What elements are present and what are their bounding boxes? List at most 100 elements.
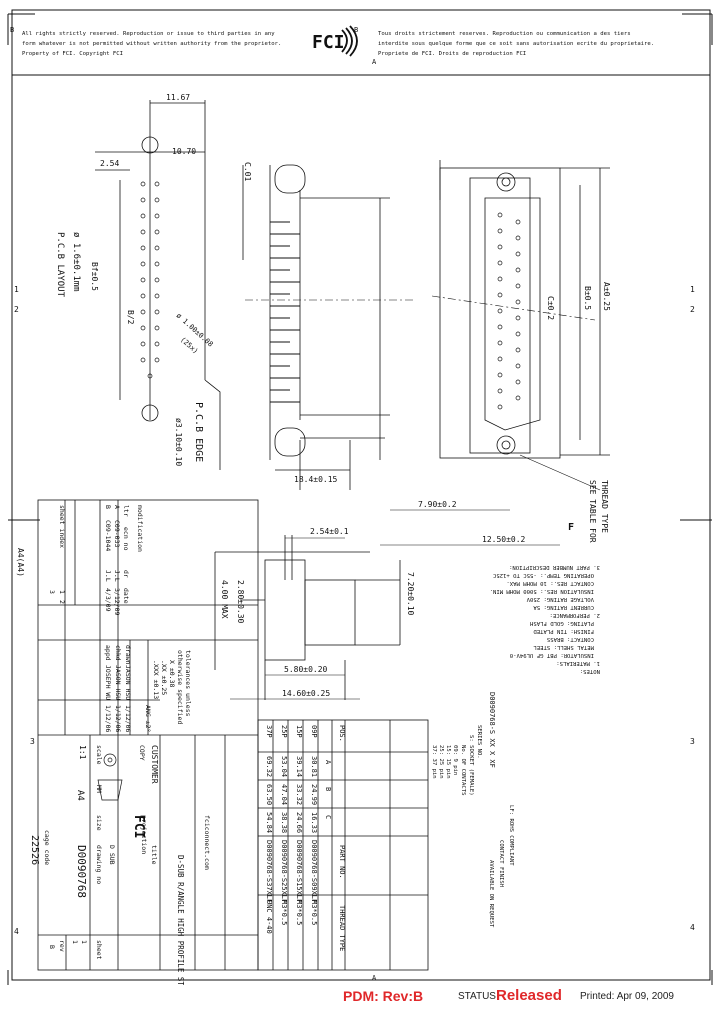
copyright-left: All rights strictly reserved. Reproducti…	[22, 31, 281, 57]
table-header-b: B	[324, 787, 332, 791]
svg-text:37: 37 pin: 37: 37 pin	[431, 745, 437, 779]
table-cell: 53.04	[280, 756, 288, 777]
format-tag: A4(A4)	[16, 548, 25, 577]
pcb-layout-label: P.C.B LAYOUT	[55, 232, 65, 298]
notes-block: NOTES: 1. MATERIALS: INSULATOR: PBT GF U…	[490, 564, 600, 674]
table-cell: 38.38	[280, 812, 288, 833]
table-cell: 54.84	[265, 812, 273, 833]
tolerance-line: .XX ±0.25	[160, 660, 168, 695]
zone-mark: A	[372, 974, 377, 982]
svg-text:form whatever is not permitted: form whatever is not permitted without w…	[22, 41, 281, 47]
rev-header: dr	[122, 570, 130, 578]
dim-4-00: 4.00 MAX	[220, 580, 229, 619]
table-cell: 15P	[295, 725, 303, 738]
table-header-a: A	[324, 760, 332, 765]
table-cell: M3*0.5	[295, 900, 303, 925]
svg-text:09: 9 pin: 09: 9 pin	[452, 745, 458, 775]
table-cell: 33.32	[295, 784, 303, 805]
zone-mark: B	[10, 26, 14, 34]
scale-value: 1:1	[78, 745, 87, 760]
technical-drawing: B B A B A 1 2 3 4 1 2 3 4 A4(A4) All rig…	[7, 9, 713, 985]
svg-text:CONTACT FINISH: CONTACT FINISH	[498, 840, 504, 887]
sheet-index-label: sheet index	[58, 505, 66, 548]
svg-text:Tous droits strictement reserv: Tous droits strictement reserves. Reprod…	[378, 31, 631, 37]
scale-label: scale	[95, 745, 103, 765]
status-label: STATUS	[458, 991, 496, 1002]
pdm-revision: PDM: Rev:B	[343, 988, 424, 1004]
side-elevation-view	[242, 164, 390, 490]
table-cell: 25P	[280, 725, 288, 738]
svg-text:All rights strictly reserved.: All rights strictly reserved. Reproducti…	[22, 31, 275, 37]
dim-pitch-width: 10.70	[172, 147, 196, 156]
zone-number: 4	[690, 923, 695, 932]
rev-header: ltr	[122, 505, 130, 517]
zone-number: 2	[14, 305, 19, 314]
website: fciconnect.com	[203, 815, 211, 870]
svg-text:INSULATOR: PBT GF UL94V-0: INSULATOR: PBT GF UL94V-0	[510, 652, 594, 658]
approval-date: 1/12/06	[124, 705, 132, 732]
rev-date: 3/12/09	[113, 588, 121, 615]
cage-code-label: cage code	[43, 830, 51, 865]
approval-date: 1/12/06	[104, 705, 112, 732]
front-elevation-view	[439, 160, 610, 459]
front-contacts	[497, 212, 521, 410]
flag-symbol: F	[568, 522, 574, 533]
approval-role: drawn	[124, 645, 132, 665]
svg-text:Property of FCI. Copyright FCI: Property of FCI. Copyright FCI	[22, 51, 123, 57]
zone-mark: A	[372, 58, 377, 66]
table-cell: 39.14	[295, 756, 303, 777]
pn-legend: SERIES NO. S: SOCKET (FEMALE) No. OF CON…	[431, 725, 514, 928]
sheet-label: sheet	[95, 940, 103, 960]
table-header-part: PART NO.	[338, 845, 346, 879]
dim-18-4: 18.4±0.15	[294, 475, 338, 484]
pcb-holes	[140, 181, 160, 379]
drawing-title: D-SUB R/ANGLE HIGH PROFILE STYLE	[176, 855, 185, 985]
svg-text:VOLTAGE RATING: 250V: VOLTAGE RATING: 250V	[526, 596, 594, 602]
dim-holes-count: (25x)	[179, 336, 200, 356]
table-header-pos: POS.	[338, 725, 346, 742]
fci-small-logo: FCI	[131, 815, 146, 838]
table-header-c: C	[324, 815, 332, 819]
svg-text:No. OF CONTACTS: No. OF CONTACTS	[460, 745, 466, 796]
approval-name: JOSEPH WU	[104, 665, 112, 700]
sheet-index-no: 3	[48, 590, 56, 594]
rev-header: date	[122, 588, 130, 604]
table-cell: 69.32	[265, 756, 273, 777]
svg-text:OPERATING TEMP.: -55C TO +125C: OPERATING TEMP.: -55C TO +125C	[493, 572, 594, 578]
rev-value: B	[48, 945, 56, 949]
svg-text:PLATING: GOLD FLASH: PLATING: GOLD FLASH	[530, 620, 594, 626]
drawing-no-label: drawing no	[95, 845, 103, 884]
table-cell: M3*0.5	[310, 900, 318, 925]
dim-2-80: 2.80±0.30	[236, 580, 245, 624]
customer-label: CUSTOMER	[150, 745, 159, 784]
svg-text:S: SOCKET (FEMALE): S: SOCKET (FEMALE)	[468, 735, 474, 796]
svg-text:FCI: FCI	[312, 32, 345, 53]
drawing-border	[11, 9, 711, 981]
approval-role: appd	[104, 645, 112, 661]
svg-text:SERIES NO.: SERIES NO.	[476, 725, 482, 759]
table-cell: D0090768-S37XLF	[265, 840, 273, 903]
dim-b-half: B/2	[126, 310, 135, 325]
svg-text:FCI: FCI	[131, 815, 146, 838]
rev-label: rev	[58, 940, 66, 952]
table-cell: D0090768-S09XLF	[310, 840, 318, 903]
svg-text:FINISH: TIN PLATED: FINISH: TIN PLATED	[533, 628, 594, 634]
drawing-number: D0090768	[75, 845, 88, 898]
dim-cl: C.01	[243, 162, 252, 181]
zone-number: 1	[690, 285, 695, 294]
svg-text:15: 15 pin: 15: 15 pin	[445, 745, 451, 779]
table-cell: 37P	[265, 725, 273, 738]
zone-number: 2	[690, 305, 695, 314]
dim-14-60: 14.60±0.25	[282, 689, 330, 698]
front-centerline	[431, 295, 596, 321]
table-cell: D0090768-S25XLF	[280, 840, 288, 903]
title-label: title	[150, 845, 158, 865]
zone-number: 4	[14, 927, 19, 936]
svg-text:3. PART NUMBER DESCRIPTION:: 3. PART NUMBER DESCRIPTION:	[509, 564, 600, 570]
dim-big-hole: ø3.10±0.10	[174, 418, 183, 466]
svg-text:METAL SHELL: STEEL: METAL SHELL: STEEL	[533, 644, 594, 650]
side-pins	[270, 221, 300, 403]
projection-symbol	[97, 753, 123, 801]
svg-text:Propriete de FCI. Droits de re: Propriete de FCI. Droits de reproduction…	[378, 51, 526, 57]
dim-a: A±0.25	[602, 282, 611, 311]
